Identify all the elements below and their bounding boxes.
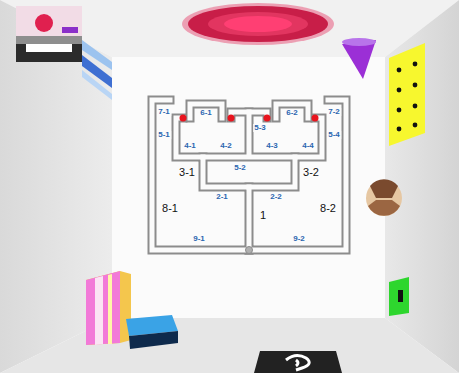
wall-picture-dark: [16, 44, 82, 62]
segment-label: 3-1: [178, 167, 196, 178]
segment-label: 9-2: [292, 235, 306, 243]
wooden-ball: [366, 180, 402, 216]
blue-box-side: [129, 331, 178, 349]
ceiling-disc-ring: [188, 6, 328, 42]
segment-label: 1: [259, 210, 267, 221]
ceiling-disc-inner: [208, 12, 308, 36]
segment-label: 8-2: [319, 203, 337, 214]
maze-corridors: [152, 100, 346, 250]
wall-picture-bar: [62, 27, 78, 33]
segment-label: 5-2: [233, 164, 247, 172]
segment-label: 5-1: [157, 131, 171, 139]
segment-label: 8-1: [161, 203, 179, 214]
floor-mat-symbol: [286, 355, 309, 370]
wooden-ball-band: [368, 200, 400, 216]
segment-label: 5-4: [327, 131, 341, 139]
pink-box-stripe: [108, 274, 112, 344]
segment-label: 4-2: [219, 142, 233, 150]
segment-label: 2-2: [269, 193, 283, 201]
segment-label: 3-2: [302, 167, 320, 178]
segment-label: 4-3: [265, 142, 279, 150]
pink-box-side: [86, 271, 131, 345]
back-wall: [112, 57, 385, 318]
segment-label: 2-1: [215, 193, 229, 201]
wall-picture-light: [26, 44, 72, 52]
floor: [0, 318, 459, 373]
segment-label: 5-3: [253, 124, 267, 132]
pink-box-stripe: [95, 276, 103, 345]
pink-box: [86, 271, 120, 345]
panel-dots: [397, 62, 418, 132]
wall-picture-grey: [16, 36, 82, 44]
start-dot: [246, 247, 253, 254]
segment-label: 6-2: [285, 109, 299, 117]
green-panel: [389, 277, 409, 316]
segment-label: 4-4: [301, 142, 315, 150]
purple-cone-top: [342, 38, 376, 46]
wall-picture: [16, 6, 82, 62]
green-panel-mark: [398, 290, 403, 302]
segment-label: 6-1: [199, 109, 213, 117]
ceiling-disc-center: [224, 16, 292, 32]
wall-stripe: [82, 70, 112, 100]
segment-label: 9-1: [192, 235, 206, 243]
floor-mat: [254, 351, 342, 373]
yellow-panel: [389, 43, 425, 146]
segment-label: 4-1: [183, 142, 197, 150]
wall-picture-circle: [35, 14, 53, 32]
left-wall: [0, 0, 112, 373]
segment-label: 7-1: [157, 108, 171, 116]
segment-label: 7-2: [327, 108, 341, 116]
wooden-ball-band: [370, 179, 398, 198]
ceiling-disc: [182, 3, 334, 45]
maze-walls: [152, 100, 346, 250]
